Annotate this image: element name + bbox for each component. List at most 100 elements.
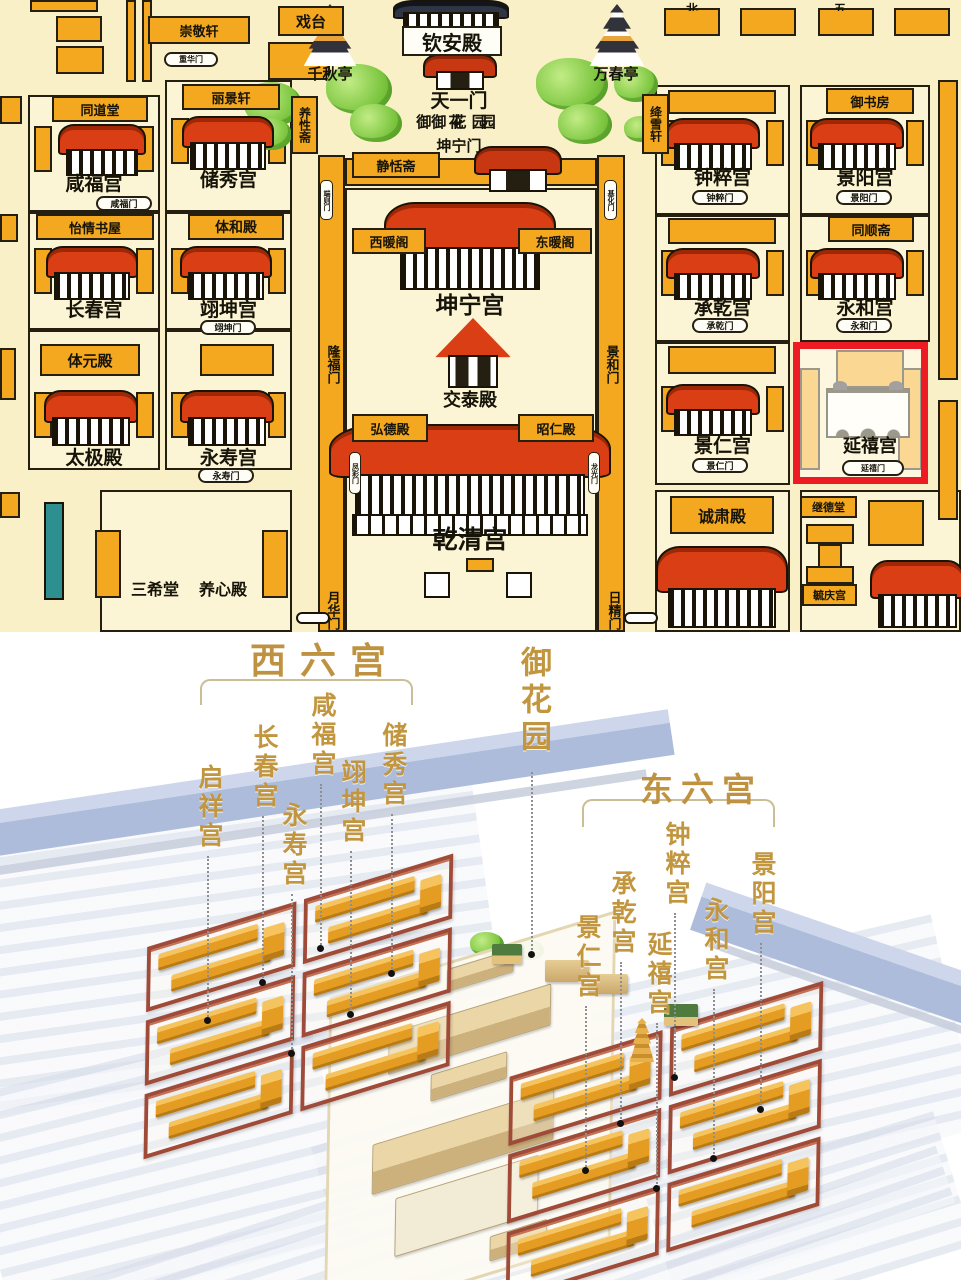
palace-dot	[582, 1167, 589, 1174]
palace-dot	[617, 1120, 624, 1127]
wall-segment	[0, 492, 20, 518]
palace-hall-icon	[809, 248, 905, 300]
side-hall	[766, 250, 784, 296]
gate-label: 翊坤门	[200, 320, 256, 335]
palace-name: 景阳宫	[836, 166, 894, 189]
yuhuayuan-label: 御 花 园	[416, 112, 502, 131]
leader-line	[620, 962, 622, 1123]
iso-palace-label: 长春宫	[250, 724, 279, 811]
leader-line	[760, 943, 762, 1109]
iso-palace-label: 永寿宫	[279, 802, 308, 889]
wall-segment	[806, 566, 854, 584]
gold-roof	[787, 1156, 809, 1197]
leader-line	[320, 784, 322, 948]
gold-roof	[626, 1205, 649, 1246]
jiaotaidian-pavilion-icon	[428, 318, 518, 388]
qianqiuting-label: 千秋亭	[307, 64, 353, 83]
wall-segment	[466, 558, 494, 572]
kunninggong-label: 坤宁宫	[435, 293, 505, 319]
rear-hall-bar	[668, 218, 776, 244]
garden-pavilion-green	[492, 944, 522, 964]
gate-label: 咸福门	[96, 196, 152, 211]
palace-hall-icon	[179, 246, 273, 300]
wall-segment	[0, 96, 22, 124]
leader-line	[585, 1006, 587, 1170]
wanchunting-label: 万春亭	[593, 64, 639, 83]
palace-dot	[259, 979, 266, 986]
rear-hall-bar	[200, 344, 274, 376]
gold-roof	[417, 1020, 439, 1062]
palace-name: 景仁宫	[693, 434, 751, 457]
iso-palace-label: 承乾宫	[608, 870, 637, 957]
xitai-label: 戏台	[278, 6, 344, 36]
gate-label: 永寿门	[198, 468, 254, 483]
door-pill	[624, 612, 658, 624]
qinandian-roof	[392, 0, 510, 28]
wall-segment	[894, 8, 950, 36]
side-hall	[136, 248, 154, 294]
leader-line	[350, 851, 352, 1014]
wall-segment	[806, 524, 854, 544]
iso-palace-label: 启祥宫	[195, 764, 224, 851]
garden-dot	[528, 951, 535, 958]
side-hall	[34, 126, 52, 172]
qianqinggong-terrace	[352, 514, 588, 536]
wall-segment	[30, 0, 98, 12]
wall-segment	[95, 530, 121, 598]
kunningmen-label: 坤宁门	[436, 136, 482, 155]
tianyimen-gate-icon	[422, 54, 498, 90]
west-six-palaces-title: 西六宫	[250, 641, 401, 682]
palace-hall-icon	[665, 384, 761, 436]
gate-label: 景阳门	[836, 190, 892, 205]
tiyuandian-label: 体元殿	[40, 344, 140, 376]
garden-tree	[350, 104, 402, 142]
palace-hall-icon	[179, 390, 275, 446]
palace-name: 承乾宫	[693, 296, 751, 319]
jihuamen-label: 基化门	[604, 180, 617, 220]
palace-dot	[710, 1155, 717, 1162]
gold-roof	[260, 1068, 283, 1110]
wall-segment	[938, 400, 958, 520]
leader-line	[656, 1023, 658, 1188]
yiqingshuwu-label: 怡情书屋	[36, 214, 154, 240]
iso-palace-label: 景阳宫	[748, 851, 777, 938]
side-hall	[906, 120, 924, 166]
leader-line	[291, 894, 293, 1053]
gold-roof	[627, 1128, 650, 1169]
leader-line	[207, 856, 209, 1020]
palace-dot	[288, 1050, 295, 1057]
tianyimen-label: 天一门	[430, 89, 488, 112]
iso-palace-label: 钟粹宫	[662, 821, 691, 908]
qinandian-label: 钦安殿	[402, 26, 502, 56]
gold-roof	[261, 995, 284, 1036]
palace-name: 永和宫	[836, 296, 894, 319]
dongnuange-label: 东暖阁	[518, 228, 592, 254]
palace-dot	[671, 1074, 678, 1081]
wall-segment	[818, 8, 874, 36]
chengsudian-hall-icon	[656, 546, 788, 628]
gate-label: 景仁门	[692, 458, 748, 473]
duanzemen-label: 端则门	[320, 180, 333, 220]
leader-line	[391, 814, 393, 973]
fengcaimen-label: 凤彩门	[349, 452, 361, 494]
iso-palace-label: 景仁宫	[573, 914, 602, 1001]
iso-palace-label: 永和宫	[701, 897, 730, 984]
hongdedian-label: 弘德殿	[352, 414, 428, 442]
longguangmen-label: 龙光门	[588, 452, 600, 494]
wall-segment	[818, 544, 842, 570]
palace-hall-icon	[58, 124, 146, 176]
wall-segment	[868, 500, 924, 546]
palace-dot	[347, 1011, 354, 1018]
yuhuayuan-label: 御 花 园	[431, 112, 487, 131]
garden-tree	[558, 104, 612, 144]
gate-label: 钟粹门	[692, 190, 748, 205]
jidetang-label: 继德堂	[800, 496, 857, 518]
jinghemen-label: 景和门	[603, 344, 619, 384]
wall-segment	[0, 214, 18, 242]
jiangxuexuan-label: 绛雪轩	[642, 94, 669, 154]
yushufang-label: 御书房	[826, 88, 914, 114]
wanchunting-pavilion-icon	[589, 4, 645, 66]
palace-name: 钟粹宫	[693, 166, 751, 189]
tongshunzhai-label: 同顺斋	[828, 216, 914, 242]
